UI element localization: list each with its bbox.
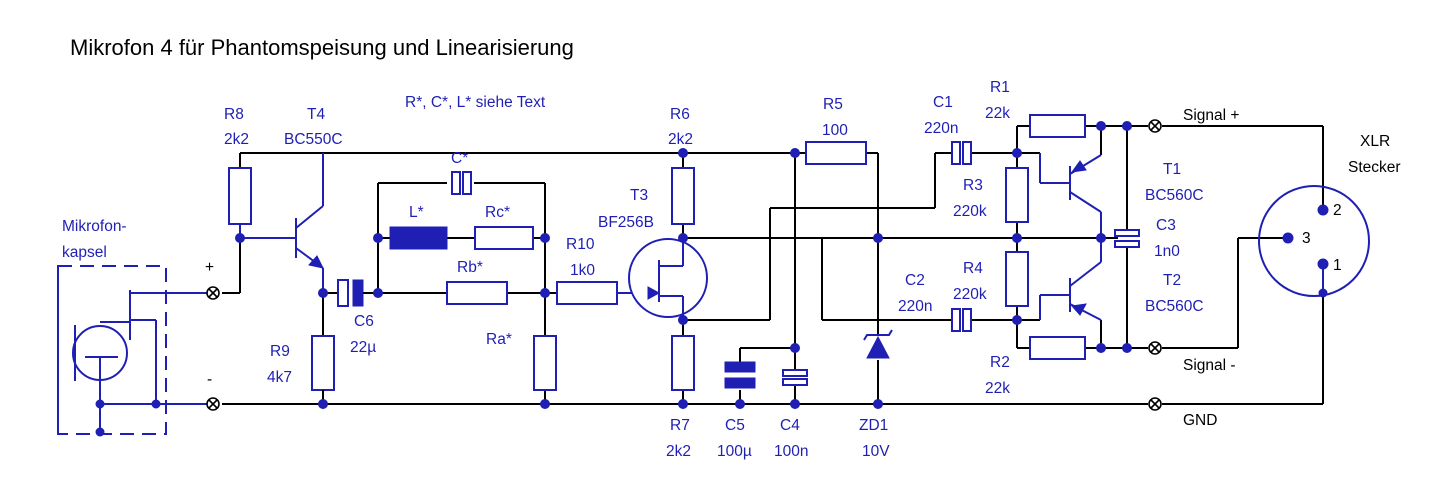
T2-ref: T2 bbox=[1163, 272, 1181, 289]
xlr-pin-2: 2 bbox=[1333, 202, 1342, 219]
gnd-label: GND bbox=[1183, 412, 1217, 429]
note-text: R*, C*, L* siehe Text bbox=[405, 94, 546, 111]
terminals bbox=[206, 119, 1162, 411]
R10-value: 1k0 bbox=[570, 262, 595, 279]
C3-value: 1n0 bbox=[1154, 243, 1180, 260]
ZD1-ref: ZD1 bbox=[859, 417, 888, 434]
R2-value: 22k bbox=[985, 380, 1010, 397]
C4-ref: C4 bbox=[780, 417, 800, 434]
Cstar-ref: C* bbox=[451, 150, 468, 167]
capacitor-C5: C5 100µ bbox=[717, 361, 756, 460]
xlr-pin-3: 3 bbox=[1302, 230, 1311, 247]
schematic-title: Mikrofon 4 für Phantomspeisung und Linea… bbox=[70, 35, 574, 60]
xlr-connector: XLR Stecker 2 3 1 bbox=[1258, 133, 1401, 298]
resistor-Rbstar: Rb* bbox=[446, 259, 508, 305]
resistor-R5: R5 100 bbox=[805, 96, 867, 165]
capacitor-C2: C2 220n bbox=[898, 272, 972, 332]
capacitor-C3: C3 1n0 bbox=[1114, 217, 1180, 260]
R4-value: 220k bbox=[953, 286, 987, 303]
Lstar-ref: L* bbox=[409, 204, 424, 221]
C1-ref: C1 bbox=[933, 94, 953, 111]
R9-value: 4k7 bbox=[267, 369, 292, 386]
C2-value: 220n bbox=[898, 298, 932, 315]
R10-ref: R10 bbox=[566, 236, 595, 253]
C1-value: 220n bbox=[924, 120, 958, 137]
transistor-T3: T3 BF256B bbox=[598, 187, 708, 320]
microphone-capsule: Mikrofon- kapsel + - bbox=[57, 218, 214, 437]
C2-ref: C2 bbox=[905, 272, 925, 289]
terminal-minus-in bbox=[206, 397, 220, 411]
R7-value: 2k2 bbox=[666, 443, 691, 460]
capacitor-Cstar: C* bbox=[451, 150, 472, 195]
R1-value: 22k bbox=[985, 105, 1010, 122]
Rbstar-ref: Rb* bbox=[457, 259, 483, 276]
C3-ref: C3 bbox=[1156, 217, 1176, 234]
transistor-T4: T4 BC550C bbox=[240, 106, 343, 293]
xlr-label-line2: Stecker bbox=[1348, 159, 1401, 176]
R4-ref: R4 bbox=[963, 260, 983, 277]
T2-value: BC560C bbox=[1145, 298, 1204, 315]
resistor-R3: R3 220k bbox=[953, 167, 1029, 223]
T1-value: BC560C bbox=[1145, 187, 1204, 204]
resistor-Rcstar: Rc* bbox=[474, 204, 534, 250]
capsule-label-line1: Mikrofon- bbox=[62, 218, 127, 235]
R5-value: 100 bbox=[822, 122, 848, 139]
resistor-R10: R10 1k0 bbox=[556, 236, 648, 305]
terminal-plus-in bbox=[206, 286, 220, 300]
Rastar-ref: Ra* bbox=[486, 331, 512, 348]
resistor-R8: R8 2k2 bbox=[224, 106, 252, 238]
R2-ref: R2 bbox=[990, 354, 1010, 371]
R3-value: 220k bbox=[953, 203, 987, 220]
C5-ref: C5 bbox=[725, 417, 745, 434]
capacitor-C6: C6 22µ bbox=[323, 279, 378, 356]
R8-value: 2k2 bbox=[224, 131, 249, 148]
resistor-R1: R1 22k bbox=[985, 79, 1086, 138]
C6-value: 22µ bbox=[350, 339, 376, 356]
T1-ref: T1 bbox=[1163, 161, 1181, 178]
ZD1-value: 10V bbox=[862, 443, 890, 460]
T3-ref: T3 bbox=[630, 187, 648, 204]
T4-value: BC550C bbox=[284, 131, 343, 148]
C4-value: 100n bbox=[774, 443, 808, 460]
capacitor-C4: C4 100n bbox=[774, 369, 808, 460]
xlr-label-line1: XLR bbox=[1360, 133, 1390, 150]
signal-minus-label: Signal - bbox=[1183, 357, 1236, 374]
minus-label: - bbox=[207, 371, 212, 388]
capsule-label-line2: kapsel bbox=[62, 244, 107, 261]
transistor-T2: T2 BC560C bbox=[1039, 238, 1204, 321]
capacitor-C1: C1 220n bbox=[924, 94, 972, 165]
transistor-T1: T1 BC560C bbox=[1039, 153, 1204, 238]
R1-ref: R1 bbox=[990, 79, 1010, 96]
T3-value: BF256B bbox=[598, 214, 654, 231]
C6-ref: C6 bbox=[354, 313, 374, 330]
R9-ref: R9 bbox=[270, 343, 290, 360]
resistor-R6: R6 2k2 bbox=[668, 106, 695, 225]
C5-value: 100µ bbox=[717, 443, 752, 460]
R7-ref: R7 bbox=[670, 417, 690, 434]
Rcstar-ref: Rc* bbox=[485, 204, 510, 221]
resistor-R4: R4 220k bbox=[953, 251, 1029, 307]
xlr-pin-1: 1 bbox=[1333, 257, 1342, 274]
R6-value: 2k2 bbox=[668, 131, 693, 148]
signal-plus-label: Signal + bbox=[1183, 107, 1239, 124]
junction-dots bbox=[235, 121, 1132, 409]
terminal-signal-plus bbox=[1148, 119, 1162, 133]
T4-ref: T4 bbox=[307, 106, 325, 123]
resistor-Rastar: Ra* bbox=[486, 331, 557, 391]
wires bbox=[222, 125, 1324, 405]
inductor-Lstar: L* bbox=[389, 204, 448, 250]
plus-label: + bbox=[205, 259, 214, 276]
R3-ref: R3 bbox=[963, 177, 983, 194]
terminal-signal-minus bbox=[1148, 341, 1162, 355]
resistor-R2: R2 22k bbox=[985, 336, 1086, 397]
zener-ZD1: ZD1 10V bbox=[859, 329, 893, 460]
resistor-R9: R9 4k7 bbox=[267, 293, 335, 404]
resistor-R7: R7 2k2 bbox=[666, 335, 695, 460]
R8-ref: R8 bbox=[224, 106, 244, 123]
terminal-gnd bbox=[1148, 397, 1162, 411]
R6-ref: R6 bbox=[670, 106, 690, 123]
R5-ref: R5 bbox=[823, 96, 843, 113]
